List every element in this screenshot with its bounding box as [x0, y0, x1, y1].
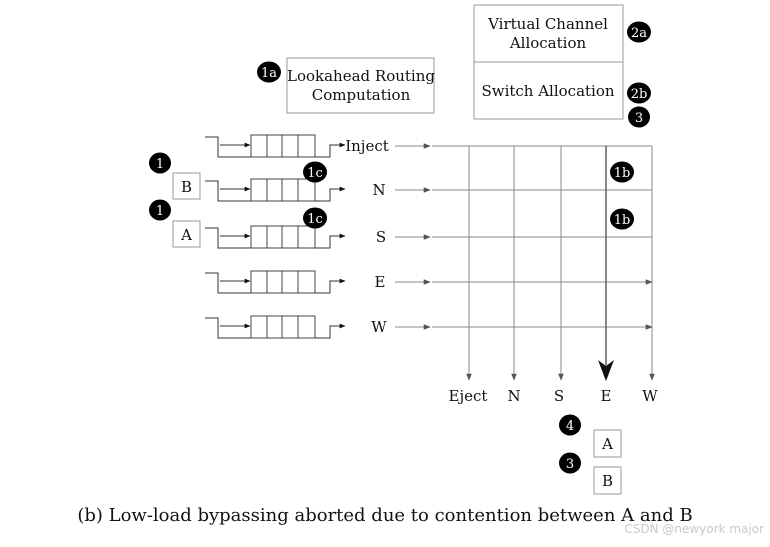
input-port-label-3: E — [375, 273, 386, 291]
badge-text: 1 — [156, 204, 164, 219]
lookahead-routing-line-1: Lookahead Routing — [287, 67, 435, 85]
output-port-label-2: S — [554, 387, 564, 405]
buffer-queue — [250, 270, 316, 294]
badge-text: 3 — [566, 457, 574, 472]
step-badge-b1_b: 1 — [149, 152, 171, 174]
badge-text: 4 — [566, 419, 574, 434]
badge-text: 1c — [307, 212, 323, 227]
buffer-queue — [250, 315, 316, 339]
step-badge-b3_top: 3 — [628, 106, 650, 128]
badge-text: 1 — [156, 157, 164, 172]
flit-box-input-a — [172, 220, 201, 248]
badge-text: 3 — [635, 111, 643, 126]
buffer-queue — [250, 225, 316, 249]
badge-text: 1b — [614, 166, 631, 181]
flit-box-output-b — [593, 466, 622, 495]
badge-circle — [610, 208, 634, 230]
badge-circle — [610, 161, 634, 183]
step-badge-b1c_s: 1c — [303, 207, 327, 229]
vc-allocation-line-2: Allocation — [509, 34, 587, 52]
badge-circle — [257, 61, 281, 83]
input-port-label-2: S — [376, 228, 386, 246]
badge-circle — [149, 152, 171, 174]
buffer-queue — [250, 178, 316, 202]
step-badge-b4: 4 — [559, 414, 581, 436]
flit-label-output-a: A — [601, 435, 613, 453]
flit-label-input-a: A — [180, 226, 192, 244]
badge-text: 2b — [631, 87, 648, 102]
switch-allocation-box — [473, 61, 624, 120]
flit-label-output-b: B — [602, 472, 613, 490]
step-badge-b3_bottom: 3 — [559, 452, 581, 474]
badge-circle — [303, 207, 327, 229]
input-buffer-3 — [205, 270, 346, 294]
step-badge-b1c_n: 1c — [303, 161, 327, 183]
badge-text: 1a — [261, 66, 277, 81]
vc-allocation-line-1: Virtual Channel — [487, 15, 608, 33]
flit-box-input-b — [172, 172, 201, 200]
lookahead-routing-line-2: Computation — [312, 86, 411, 104]
badge-text: 1c — [307, 166, 323, 181]
badge-circle — [627, 82, 651, 104]
flit-box-output-a — [593, 429, 622, 458]
input-buffers — [205, 134, 346, 339]
contention-arrowhead — [598, 360, 614, 381]
vc-allocation-box — [473, 4, 624, 63]
badge-circle — [627, 21, 651, 43]
output-port-label-3: E — [601, 387, 612, 405]
figure-caption: (b) Low-load bypassing aborted due to co… — [77, 505, 693, 526]
lookahead-routing-box — [286, 57, 435, 114]
badge-circle — [303, 161, 327, 183]
badge-text: 2a — [631, 26, 647, 41]
input-buffer-2 — [205, 225, 346, 249]
input-port-label-0: Inject — [345, 137, 389, 155]
step-badges: 1a 2a 2b 3 1 1 1c 1c 1b 1b 4 3 — [149, 21, 651, 474]
input-buffer-1 — [205, 178, 346, 202]
output-port-label-1: N — [507, 387, 520, 405]
input-port-label-4: W — [371, 318, 387, 336]
badge-circle — [628, 106, 650, 128]
flit-label-input-b: B — [181, 178, 192, 196]
badge-circle — [559, 414, 581, 436]
step-badge-b1b_s: 1b — [610, 208, 634, 230]
badge-circle — [149, 199, 171, 221]
input-port-label-1: N — [372, 181, 385, 199]
badge-text: 1b — [614, 213, 631, 228]
step-badge-b2b: 2b — [627, 82, 651, 104]
buffer-queue — [250, 134, 316, 158]
switch-allocation-label: Switch Allocation — [481, 82, 614, 100]
watermark: CSDN @newyork major — [624, 522, 764, 536]
input-buffer-4 — [205, 315, 346, 339]
step-badge-b1a: 1a — [257, 61, 281, 83]
input-buffer-0 — [205, 134, 346, 158]
crossbar — [395, 143, 655, 381]
step-badge-b1_a: 1 — [149, 199, 171, 221]
step-badge-b1b_n: 1b — [610, 161, 634, 183]
output-port-label-0: Eject — [449, 387, 488, 405]
badge-circle — [559, 452, 581, 474]
step-badge-b2a: 2a — [627, 21, 651, 43]
output-port-label-4: W — [642, 387, 658, 405]
